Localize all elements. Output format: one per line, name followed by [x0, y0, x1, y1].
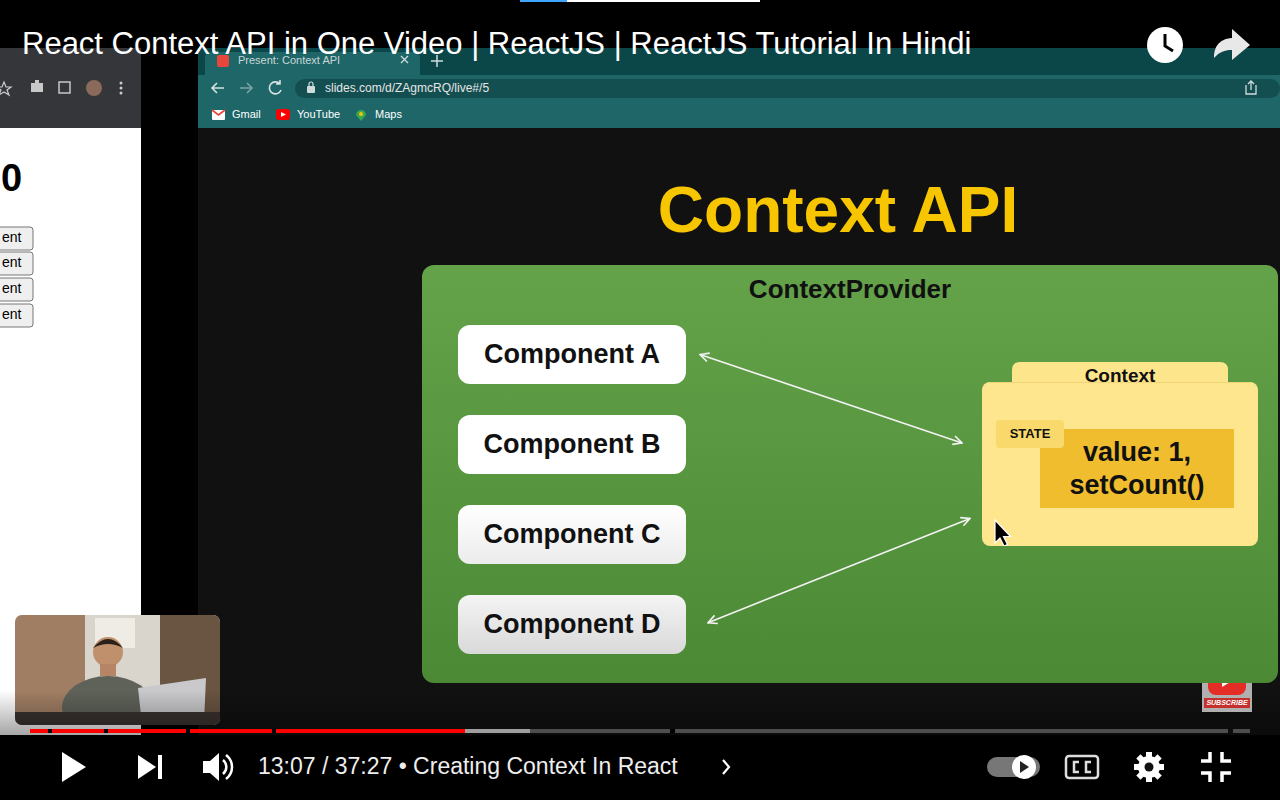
- button-label: ent: [2, 254, 21, 271]
- video-title: React Context API in One Video | ReactJS…: [22, 25, 971, 62]
- button-label: ent: [2, 306, 21, 323]
- bookmark-label: Gmail: [232, 108, 261, 121]
- component-box: Component B: [458, 415, 686, 474]
- node-text: ContextProvider: [422, 274, 1278, 305]
- state-tag: STATE: [996, 420, 1064, 448]
- state-value-box: value: 1, setCount(): [1040, 429, 1234, 508]
- tab-title: Present: Context API: [238, 54, 340, 67]
- node-text: Context: [982, 362, 1258, 388]
- time-chapter: 13:07 / 37:27 • Creating Context In Reac…: [258, 753, 678, 781]
- node-text: value: 1, setCount(): [1054, 436, 1220, 501]
- button-label: ent: [2, 229, 21, 246]
- connector-arrow: [700, 355, 962, 444]
- node-text: Component D: [484, 608, 661, 640]
- provider-box: ContextProviderComponent A Component B Com…: [422, 265, 1278, 683]
- button-label: ent: [2, 280, 21, 297]
- url-text: slides.com/d/ZAgmcRQ/live#/5: [325, 81, 489, 95]
- context-folder: ContextSTATEvalue: 1, setCount(): [982, 362, 1258, 546]
- slide-title: Context API: [538, 172, 1138, 249]
- bookmark-label: Maps: [375, 108, 402, 121]
- connector-arrow: [708, 518, 970, 622]
- component-box: Component D: [458, 595, 686, 654]
- bookmark-label: YouTube: [297, 108, 340, 121]
- component-box: Component A: [458, 325, 686, 384]
- counter-value: 0: [1, 156, 22, 202]
- component-box: Component C: [458, 505, 686, 564]
- node-text: STATE: [1010, 426, 1051, 442]
- subscribe-text: SUBSCRIBE: [1204, 698, 1250, 708]
- node-text: Component A: [484, 338, 660, 370]
- node-text: Component C: [484, 518, 661, 550]
- node-text: Component B: [484, 428, 661, 460]
